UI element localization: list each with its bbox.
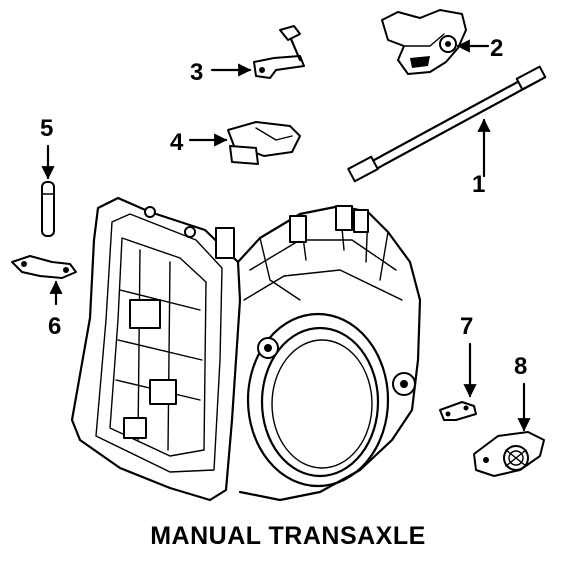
shift-rod-part-1: [347, 65, 547, 183]
selector-arm-part-3: [253, 25, 305, 79]
callout-1: 1: [472, 171, 485, 198]
transaxle-housing: [70, 196, 422, 502]
bracket-part-6: [11, 255, 77, 279]
callout-5: 5: [40, 115, 53, 142]
callout-6: 6: [48, 313, 61, 340]
callout-4: 4: [170, 129, 184, 156]
switch-part-4: [227, 121, 301, 165]
callout-3: 3: [190, 59, 203, 86]
callout-7: 7: [460, 313, 473, 340]
callout-8: 8: [514, 353, 527, 380]
pin-part-5: [41, 181, 55, 237]
callout-2: 2: [490, 35, 503, 62]
shift-lever-part-2: [381, 9, 467, 75]
clip-part-7: [439, 401, 477, 421]
speed-sensor-part-8: [473, 431, 545, 477]
diagram-caption: MANUAL TRANSAXLE: [150, 522, 426, 550]
